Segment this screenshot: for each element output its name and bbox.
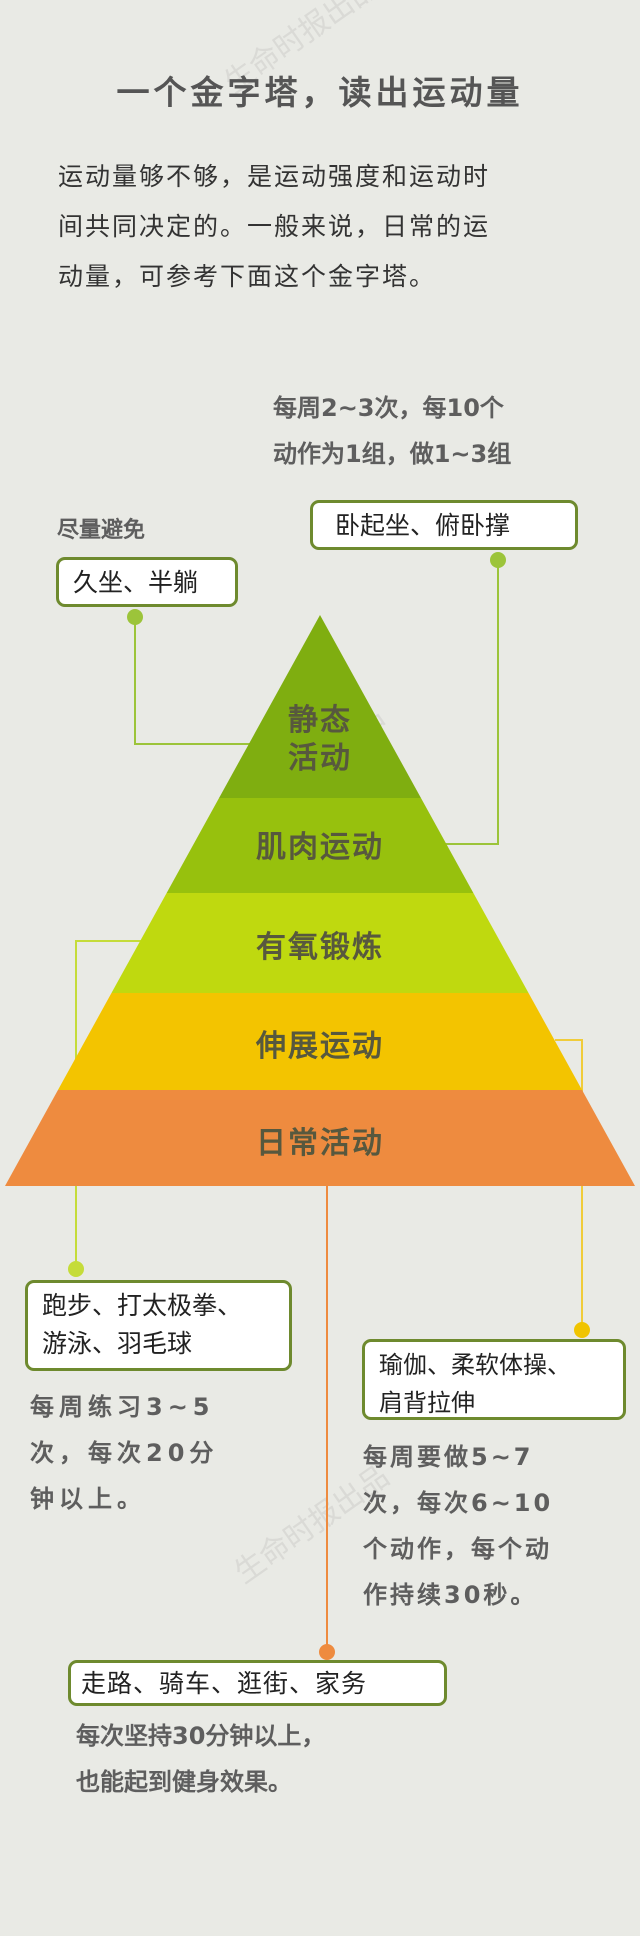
note-line: 动作为1组，做1~3组 <box>273 440 512 468</box>
stretch-note: 每周要做5~7 次，每次6~10 个动作，每个动 作持续30秒。 <box>363 1434 553 1618</box>
note-line: 个动作，每个动 <box>363 1535 552 1563</box>
level-label-line: 活动 <box>288 741 352 776</box>
page-title: 一个金字塔，读出运动量 <box>116 73 524 112</box>
level-label-line: 静态 <box>288 703 352 738</box>
dot-aerobic <box>68 1261 84 1277</box>
note-line: 次，每次6~10 <box>363 1489 554 1517</box>
intro-paragraph: 运动量够不够，是运动强度和运动时 间共同决定的。一般来说，日常的运 动量，可参考… <box>58 152 598 302</box>
note-line: 每周练习3~5 <box>30 1393 215 1421</box>
intro-line: 运动量够不够，是运动强度和运动时 <box>58 162 491 191</box>
level-label-daily: 日常活动 <box>256 1126 384 1161</box>
muscle-note: 每周2~3次，每10个 动作为1组，做1~3组 <box>273 385 511 477</box>
level-daily <box>5 1090 635 1186</box>
aerobic-examples-box: 跑步、打太极拳、 游泳、羽毛球 <box>25 1280 292 1371</box>
stretch-examples-box: 瑜伽、柔软体操、 肩背拉伸 <box>362 1339 626 1420</box>
connector-stretch <box>555 1039 583 1330</box>
daily-examples-box: 走路、骑车、逛街、家务 <box>68 1660 447 1706</box>
muscle-examples-box: 卧起坐、俯卧撑 <box>310 500 578 550</box>
aerobic-note: 每周练习3~5 次，每次20分 钟以上。 <box>30 1384 218 1522</box>
note-line: 钟以上。 <box>30 1485 146 1513</box>
connector-static <box>134 617 260 745</box>
box-line: 肩背拉伸 <box>379 1389 475 1417</box>
dot-daily <box>319 1644 335 1660</box>
intro-line: 间共同决定的。一般来说，日常的运 <box>58 212 491 241</box>
level-stretch <box>5 993 635 1090</box>
level-label-stretch: 伸展运动 <box>256 1029 384 1064</box>
box-line: 跑步、打太极拳、 <box>42 1291 243 1320</box>
static-heading: 尽量避免 <box>57 518 146 543</box>
static-examples-box: 久坐、半躺 <box>56 557 238 607</box>
note-line: 也能起到健身效果。 <box>76 1768 292 1796</box>
note-line: 每周要做5~7 <box>363 1443 534 1471</box>
note-line: 作持续30秒。 <box>363 1581 538 1609</box>
level-label-aerobic: 有氧锻炼 <box>256 930 384 965</box>
dot-stretch <box>574 1322 590 1338</box>
intro-line: 动量，可参考下面这个金字塔。 <box>58 262 437 291</box>
box-line: 瑜伽、柔软体操、 <box>379 1351 571 1379</box>
dot-static <box>127 609 143 625</box>
box-line: 游泳、羽毛球 <box>42 1329 193 1358</box>
level-label-static: 静态 活动 <box>0 702 640 778</box>
note-line: 次，每次20分 <box>30 1439 219 1467</box>
connector-muscle <box>440 560 499 845</box>
level-label-muscle: 肌肉运动 <box>256 830 384 865</box>
note-line: 每周2~3次，每10个 <box>273 394 504 422</box>
dot-muscle <box>490 552 506 568</box>
daily-note: 每次坚持30分钟以上， 也能起到健身效果。 <box>76 1713 325 1805</box>
note-line: 每次坚持30分钟以上， <box>76 1722 326 1750</box>
